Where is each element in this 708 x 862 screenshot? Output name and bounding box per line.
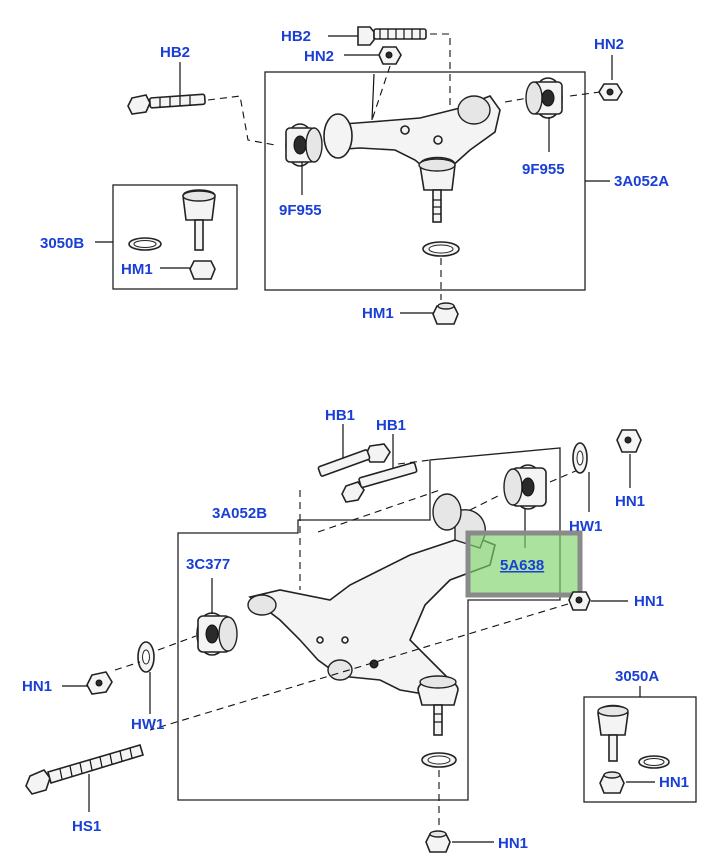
label-hw1-right: HW1 <box>569 518 602 535</box>
bushing-5a638[interactable] <box>503 464 547 510</box>
label-hn1-topright: HN1 <box>615 493 645 510</box>
label-3a052a: 3A052A <box>614 173 669 190</box>
hn1-mid-nut[interactable] <box>568 591 591 611</box>
label-9f955-left: 9F955 <box>279 202 322 219</box>
hn2-top-nut[interactable] <box>344 46 402 65</box>
hn1-topright-nut[interactable] <box>616 429 642 453</box>
ball-joint-3050a[interactable] <box>597 704 629 762</box>
snap-ring-3050b[interactable] <box>128 237 162 251</box>
label-hn1-mid: HN1 <box>634 593 664 610</box>
label-hn1-box: HN1 <box>659 774 689 791</box>
label-3050b: 3050B <box>40 235 84 252</box>
label-hn1-left: HN1 <box>22 678 52 695</box>
label-hw1-left: HW1 <box>131 716 164 733</box>
label-hb1-a: HB1 <box>325 407 355 424</box>
label-9f955-right: 9F955 <box>522 161 565 178</box>
label-hm1-box: HM1 <box>121 261 153 278</box>
label-5a638[interactable]: 5A638 <box>500 557 544 574</box>
hb1-bolt-b[interactable] <box>341 434 418 503</box>
hn1-left-nut[interactable] <box>86 671 113 695</box>
lower-ball-joint[interactable] <box>417 675 459 736</box>
label-hs1: HS1 <box>72 818 101 835</box>
hn1-box-nut[interactable] <box>599 771 625 794</box>
label-hb1-b: HB1 <box>376 417 406 434</box>
hn1-bottom-nut[interactable] <box>425 830 451 853</box>
hb2-top-bolt[interactable] <box>328 26 427 46</box>
label-hb2-left: HB2 <box>160 44 190 61</box>
lower-arm-box <box>177 447 561 801</box>
hn2-right-nut[interactable] <box>598 55 623 101</box>
box-3050b <box>112 184 238 290</box>
bushing-3c377[interactable] <box>196 612 238 656</box>
upper-control-arm[interactable] <box>323 95 501 175</box>
bushing-9f955-right[interactable] <box>525 77 563 119</box>
label-hb2-top: HB2 <box>281 28 311 45</box>
ball-joint-3050b[interactable] <box>182 189 216 251</box>
label-3050a: 3050A <box>615 668 659 685</box>
hm1-bottom-nut[interactable] <box>400 302 459 325</box>
highlight-5a638[interactable] <box>465 530 583 598</box>
label-hn2-top: HN2 <box>304 48 334 65</box>
upper-ball-joint[interactable] <box>418 156 456 223</box>
snap-ring-lower[interactable] <box>421 752 457 768</box>
hb1-bolt-a[interactable] <box>317 424 391 477</box>
label-hn1-bottom: HN1 <box>498 835 528 852</box>
label-hm1-bottom: HM1 <box>362 305 394 322</box>
hw1-right-washer[interactable] <box>572 442 588 474</box>
snap-ring-3050a[interactable] <box>638 755 670 769</box>
hb2-left-bolt[interactable] <box>127 62 206 115</box>
bushing-9f955-left[interactable] <box>285 123 323 167</box>
label-3c377: 3C377 <box>186 556 230 573</box>
lower-control-arm[interactable] <box>247 493 496 696</box>
hm1-box-nut[interactable] <box>160 260 216 280</box>
label-hn2-right: HN2 <box>594 36 624 53</box>
hw1-left-washer[interactable] <box>137 641 155 673</box>
snap-ring-upper[interactable] <box>422 241 460 257</box>
label-3a052b: 3A052B <box>212 505 267 522</box>
hs1-long-bolt[interactable] <box>25 744 144 795</box>
